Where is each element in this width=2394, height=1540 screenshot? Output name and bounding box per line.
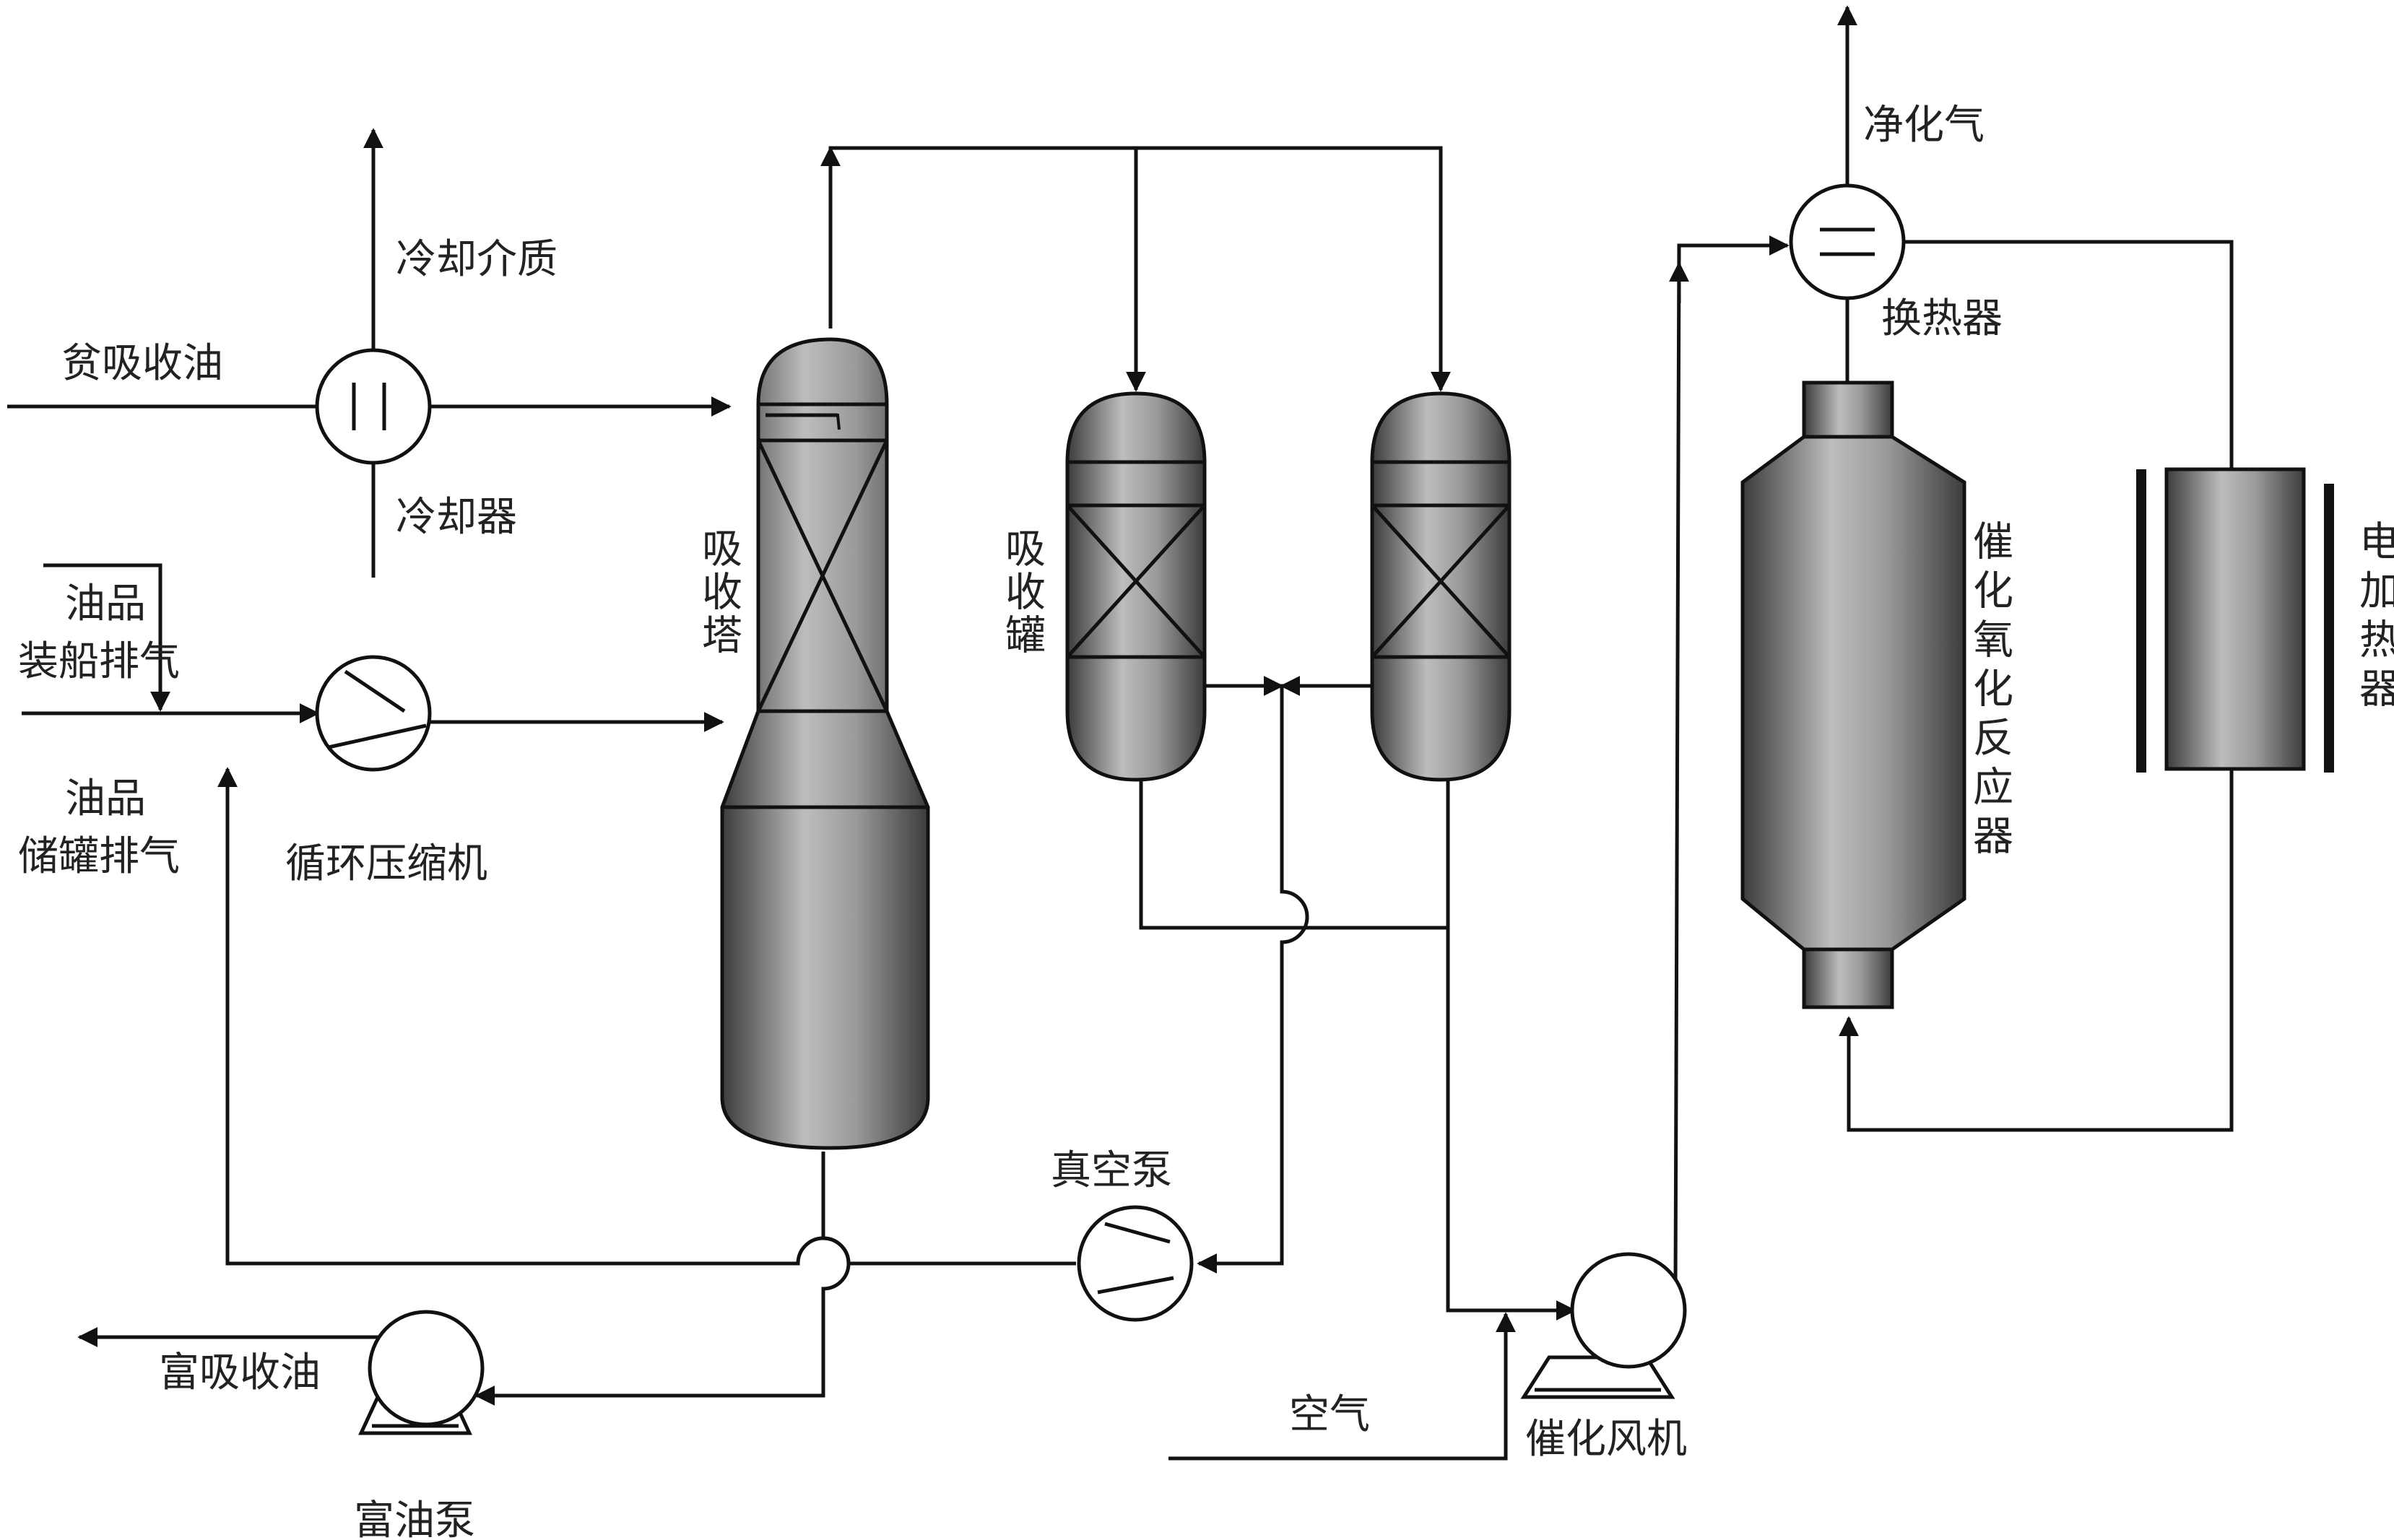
electric-heater[interactable] — [2136, 467, 2334, 773]
label-rich-oil-pump: 富油泵 — [354, 1497, 475, 1540]
catalytic-oxidation-reactor[interactable] — [1740, 380, 1966, 1009]
label-tank-vent-2: 储罐排气 — [18, 833, 180, 880]
labels: 贫吸收油 冷却介质 冷却器 油品 装船排气 油品 储罐排气 循环压缩机 吸收塔 … — [18, 102, 2394, 1540]
heat-exchanger[interactable] — [1789, 183, 1906, 300]
rich-oil-pump[interactable] — [358, 1310, 485, 1435]
label-tank-vent-1: 油品 — [65, 775, 146, 822]
label-cooling-medium: 冷却介质 — [396, 236, 558, 283]
tank2-bottom-pipe — [1446, 780, 1577, 1321]
label-absorption-tower: 吸收塔 — [695, 527, 742, 657]
absorption-tower[interactable] — [720, 337, 930, 1150]
air-pipe — [1168, 1312, 1516, 1461]
heater-to-reactor-pipe — [1839, 769, 2234, 1132]
label-cooler: 冷却器 — [396, 494, 517, 541]
label-compressor: 循环压缩机 — [285, 840, 487, 887]
label-clean-gas: 净化气 — [1863, 102, 1985, 149]
absorption-tank-1[interactable] — [1065, 391, 1207, 782]
ship-vent-pipe — [43, 563, 170, 712]
label-heat-exchanger: 换热器 — [1881, 295, 2003, 342]
label-ship-vent-2: 装船排气 — [18, 638, 180, 685]
label-lean-oil: 贫吸收油 — [61, 340, 223, 387]
tower-bottom-pipe — [474, 1152, 851, 1406]
label-vacuum-pump: 真空泵 — [1051, 1147, 1172, 1194]
hx-to-heater-pipe — [1892, 240, 2234, 469]
vacuum-line — [1197, 686, 1309, 1274]
tank1-bottom-pipe — [1139, 780, 1448, 930]
absorption-tank-2[interactable] — [1370, 391, 1512, 782]
catalytic-fan[interactable] — [1520, 1252, 1687, 1399]
vacuum-pump[interactable] — [1077, 1205, 1194, 1322]
circulation-compressor[interactable] — [315, 655, 432, 772]
pipes — [7, 5, 2234, 1461]
label-rich-oil: 富吸收油 — [159, 1349, 321, 1396]
label-catalytic-fan: 催化风机 — [1525, 1416, 1687, 1463]
label-electric-heater: 电加热器 — [2353, 520, 2394, 716]
label-ship-vent-1: 油品 — [65, 580, 146, 627]
label-reactor: 催化氧化反应器 — [1966, 520, 2013, 863]
label-air: 空气 — [1289, 1391, 1370, 1438]
label-absorption-tank: 吸收罐 — [999, 527, 1046, 657]
cooler[interactable] — [315, 348, 432, 465]
